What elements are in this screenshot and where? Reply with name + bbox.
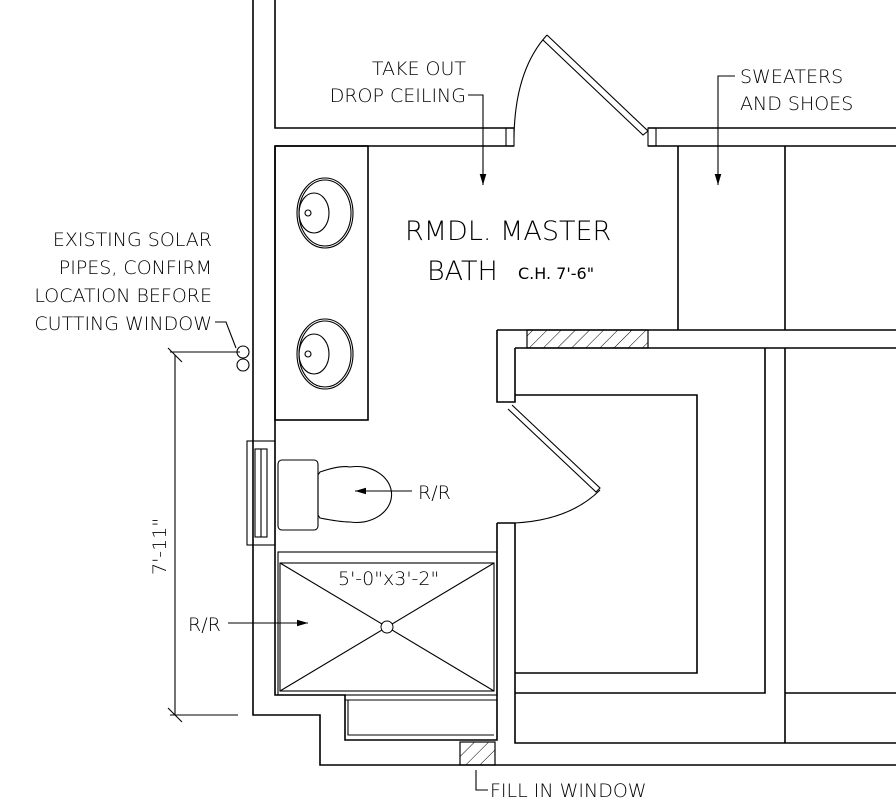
sink-icon [296,177,354,249]
ceiling-height: C.H. 7'-6" [518,264,594,283]
note-solar-pipes: PIPES, CONFIRM [59,257,212,279]
labels: RMDL. MASTER BATH C.H. 7'-6" TAKE OUT DR… [34,58,853,800]
vanity [274,145,369,421]
solar-pipes-icon [236,345,250,372]
shower-size: 5'-0"x3'-2" [338,568,439,590]
note-solar-pipes: EXISTING SOLAR [53,229,212,251]
room-name: RMDL. MASTER [405,216,611,247]
fill-window-hatch [459,741,496,766]
note-shower: R/R [188,614,221,636]
note-solar-pipes: CUTTING WINDOW [34,313,212,335]
room-name-line2: BATH [427,256,498,287]
note-closet: SWEATERS [740,66,843,88]
note-closet: AND SHOES [740,93,853,115]
dimension-label: 7'-11" [149,518,171,575]
toilet-icon [277,459,393,531]
header-hatch [526,329,649,349]
drain-icon [380,620,394,634]
closet-door[interactable] [507,404,601,524]
dimension-line: 7'-11" [149,347,240,723]
note-window: FILL IN WINDOW [490,780,647,800]
sink-icon [296,318,354,390]
note-drop-ceiling: TAKE OUT [372,58,466,80]
note-toilet: R/R [418,482,451,504]
shower [277,551,498,736]
entry-door[interactable] [505,34,657,147]
note-drop-ceiling: DROP CEILING [330,85,466,107]
window [246,440,276,546]
note-solar-pipes: LOCATION BEFORE [34,285,212,307]
